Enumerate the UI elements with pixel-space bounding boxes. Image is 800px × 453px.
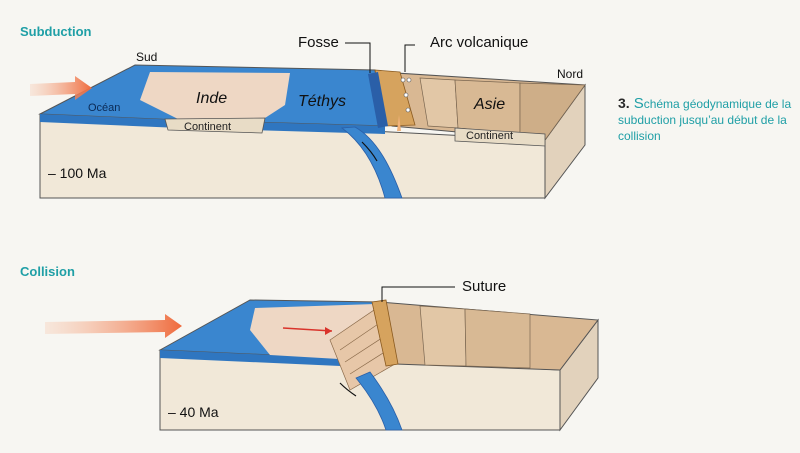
asia-crust-band	[454, 127, 546, 147]
caption-number: 3.	[618, 95, 630, 111]
india-motion-arrow-icon	[282, 327, 333, 332]
age-label-40: – 40 Ma	[168, 404, 219, 420]
figure-caption: 3.Schéma géodynamique de la subduction j…	[618, 95, 798, 144]
magma-rise	[397, 115, 401, 131]
volcano-marker	[406, 77, 412, 83]
label-fosse: Fosse	[298, 34, 339, 51]
collision-push-arrow-icon	[45, 314, 182, 338]
volcano-marker	[405, 107, 411, 113]
label-ocean: Océan	[88, 102, 120, 114]
label-arc-volcanique: Arc volcanique	[430, 34, 528, 51]
slab-motion-arrow-icon	[361, 141, 378, 162]
subduction-block: Sud Nord Fosse Arc volcanique Océan Inde…	[30, 34, 586, 200]
suture-leader	[381, 286, 455, 302]
fosse-leader	[345, 42, 371, 73]
trench	[368, 72, 388, 128]
collision-oceanic-crust	[160, 350, 385, 368]
label-continent-left: Continent	[184, 121, 231, 133]
label-continent-right: Continent	[466, 130, 513, 142]
label-nord: Nord	[557, 67, 583, 81]
subduction-title: Subduction	[20, 24, 92, 39]
india-continent	[140, 72, 290, 120]
collision-ridge-1	[419, 305, 467, 367]
label-inde: Inde	[196, 90, 227, 107]
caption-first-letter: S	[633, 95, 644, 112]
subducting-slab	[340, 126, 403, 199]
collision-title: Collision	[20, 264, 75, 279]
india-crust-band	[164, 117, 266, 134]
collision-ridge-2	[464, 308, 531, 369]
push-arrow-icon	[30, 76, 92, 100]
caption-text: chéma géodynamique de la subduction jusq…	[618, 97, 792, 143]
collision-slab-arrow-icon	[339, 382, 357, 397]
collision-block: Suture – 40 Ma	[45, 278, 599, 432]
subducted-slab	[355, 371, 403, 431]
india-motion-arrowhead-icon	[325, 327, 332, 335]
label-asie: Asie	[473, 96, 505, 113]
label-suture: Suture	[462, 278, 506, 295]
arc-leader	[404, 44, 415, 72]
label-sud: Sud	[136, 50, 157, 64]
age-label-100: – 100 Ma	[48, 165, 107, 181]
volcano-marker	[403, 92, 409, 98]
volcano-marker	[400, 77, 406, 83]
suture-zone	[371, 299, 399, 367]
label-tethys: Téthys	[298, 93, 346, 110]
